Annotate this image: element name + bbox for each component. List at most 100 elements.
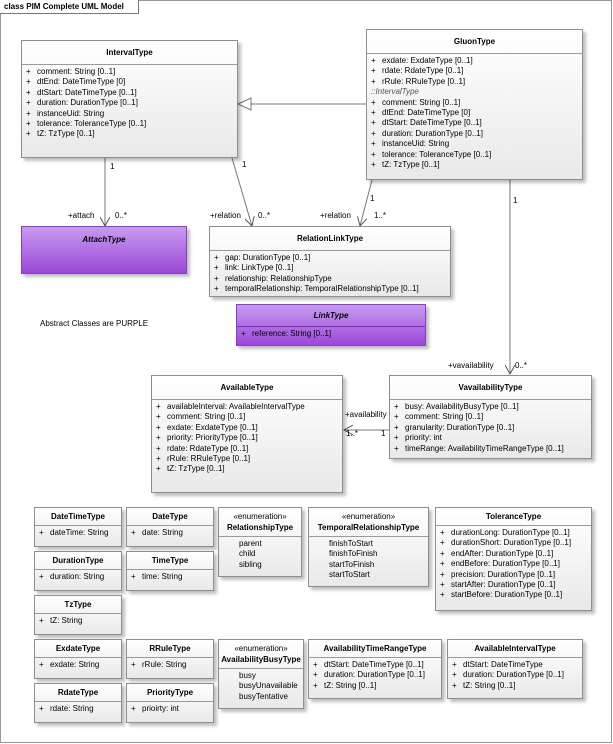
class-gluon-type[interactable]: GluonType +exdate: ExdateType [0..1] +rd… — [366, 29, 583, 180]
attribute: +exdate: String — [39, 660, 100, 669]
generalization-arrowhead — [236, 97, 252, 111]
enum-literal: busy — [239, 671, 256, 680]
class-vavailability-type[interactable]: VavailabilityType +busy: AvailabilityBus… — [389, 375, 592, 459]
multiplicity-label: 1 — [513, 196, 518, 205]
attributes: +availableInterval: AvailableIntervalTyp… — [152, 399, 342, 478]
multiplicity-label: 1 — [110, 162, 115, 171]
attributes: +rdate: String — [35, 701, 121, 717]
role-label: +availability — [345, 410, 387, 419]
class-name: RelationLinkType — [296, 234, 364, 243]
enum-temporal-relationship-type[interactable]: «enumeration»TemporalRelationshipType fi… — [308, 507, 429, 587]
role-label: +relation — [320, 211, 351, 220]
multiplicity-label: 1..* — [346, 429, 359, 438]
class-relation-link-type[interactable]: RelationLinkType +gap: DurationType [0..… — [209, 226, 451, 297]
enum-literal: startToFinish — [329, 559, 375, 569]
inherited-attribute: +instanceUid: String — [371, 139, 450, 149]
class-duration-type[interactable]: DurationType +duration: String — [34, 551, 122, 591]
literals: parent child sibling — [219, 536, 301, 573]
attribute: +rdate: RdateType [0..1] — [371, 66, 464, 76]
class-link-type[interactable]: LinkType +reference: String [0..1] — [236, 304, 426, 346]
enum-literal: busyUnavailable — [239, 681, 298, 691]
attribute: +tZ: String [0..1] — [313, 680, 377, 690]
enum-availability-busy-type[interactable]: «enumeration»AvailabilityBusyType busy b… — [218, 639, 304, 709]
attribute: +date: String — [131, 528, 183, 537]
class-name: LinkType — [313, 311, 349, 320]
attribute: +endAfter: DurationType [0..1] — [440, 548, 554, 558]
attribute: +rdate: String — [39, 704, 94, 713]
class-name: TimeType — [151, 556, 189, 565]
attribute: +comment: String [0..1] — [156, 412, 246, 422]
attributes: +gap: DurationType [0..1] +link: LinkTyp… — [210, 250, 450, 298]
attribute: +timeRange: AvailabilityTimeRangeType [0… — [394, 443, 564, 453]
enum-literal: startToStart — [329, 570, 370, 580]
multiplicity-label: 0..* — [258, 211, 271, 220]
attributes: +busy: AvailabilityBusyType [0..1] +comm… — [390, 399, 591, 457]
attribute: +granularity: DurationType [0..1] — [394, 422, 515, 432]
attribute: +instanceUid: String — [26, 108, 105, 118]
class-name: PriorityType — [146, 688, 194, 697]
stereotype: «enumeration» — [341, 512, 396, 521]
enum-literal: finishToStart — [329, 539, 374, 548]
enum-name: «enumeration»TemporalRelationshipType — [309, 508, 428, 536]
class-name: TzType — [64, 600, 92, 609]
enum-literal: finishToFinish — [329, 549, 378, 559]
class-available-interval-type[interactable]: AvailableIntervalType +dtStart: DateTime… — [447, 639, 583, 699]
attributes: +exdate: ExdateType [0..1] +rdate: Rdate… — [367, 53, 582, 173]
attribute: +link: LinkType [0..1] — [214, 263, 294, 273]
attribute: +dtStart: DateTimeType — [452, 660, 543, 669]
attributes: +date: String — [127, 525, 213, 541]
class-attach-type[interactable]: AttachType — [21, 226, 187, 274]
class-name: RdateType — [57, 688, 99, 697]
inherited-attribute: +tZ: TzType [0..1] — [371, 160, 440, 170]
class-interval-type[interactable]: IntervalType +comment: String [0..1] +dt… — [21, 40, 238, 158]
enum-relationship-type[interactable]: «enumeration»RelationshipType parent chi… — [218, 507, 302, 577]
gluon-relationlink-connector — [360, 179, 373, 226]
attribute: +dtEnd: DateTimeType [0] — [26, 77, 126, 87]
class-priority-type[interactable]: PriorityType +prioirty: int — [126, 683, 214, 723]
attributes: +dtStart: DateTimeType +duration: Durati… — [448, 657, 582, 694]
attribute: +rRule: RRuleType [0..1] — [156, 454, 251, 464]
multiplicity-label: 1 — [381, 429, 386, 438]
attribute: +priority: PriorityType [0..1] — [156, 433, 258, 443]
class-rrule-type[interactable]: RRuleType +rRule: String — [126, 639, 214, 679]
attribute: +duration: DurationType [0..1] — [313, 670, 425, 680]
attribute: +rRule: String — [131, 660, 187, 669]
class-name: RRuleType — [149, 644, 191, 653]
enum-literal: sibling — [239, 559, 262, 569]
attributes: +durationLong: DurationType [0..1] +dura… — [436, 525, 591, 604]
attribute: +comment: String [0..1] — [26, 67, 116, 76]
attribute: +startAfter: DurationType [0..1] — [440, 580, 556, 590]
class-time-type[interactable]: TimeType +time: String — [126, 551, 214, 591]
class-name: DurationType — [52, 556, 104, 565]
inherited-attribute: +duration: DurationType [0..1] — [371, 128, 483, 138]
attribute: +dtStart: DateTimeType [0..1] — [313, 660, 424, 669]
attribute: +dtStart: DateTimeType [0..1] — [26, 87, 137, 97]
attribute: +dateTime: String — [39, 528, 109, 537]
class-tz-type[interactable]: TzType +tZ: String — [34, 595, 122, 635]
class-availability-time-range-type[interactable]: AvailabilityTimeRangeType +dtStart: Date… — [308, 639, 442, 699]
class-date-type[interactable]: DateType +date: String — [126, 507, 214, 547]
enum-literal: child — [239, 549, 256, 559]
attributes: +prioirty: int — [127, 701, 213, 717]
attribute: +busy: AvailabilityBusyType [0..1] — [394, 402, 519, 411]
attribute: +reference: String [0..1] — [241, 329, 332, 338]
class-name: DateTimeType — [51, 512, 105, 521]
attribute: +durationShort: DurationType [0..1] — [440, 538, 572, 548]
class-available-type[interactable]: AvailableType +availableInterval: Availa… — [151, 375, 343, 493]
class-name: ExdateType — [55, 644, 101, 653]
class-exdate-type[interactable]: ExdateType +exdate: String — [34, 639, 122, 679]
attributes: +tZ: String — [35, 613, 121, 629]
role-label: +vavailability — [448, 361, 494, 370]
class-rdate-type[interactable]: RdateType +rdate: String — [34, 683, 122, 723]
attribute: +tZ: String [0..1] — [452, 680, 516, 690]
class-tolerance-type[interactable]: ToleranceType +durationLong: DurationTyp… — [435, 507, 592, 611]
literals: finishToStart finishToFinish startToFini… — [309, 536, 428, 584]
diagram-title: class PIM Complete UML Model — [0, 0, 139, 14]
attribute: +precision: DurationType [0..1] — [440, 569, 556, 579]
class-date-time-type[interactable]: DateTimeType +dateTime: String — [34, 507, 122, 547]
attribute: +duration: DurationType [0..1] — [26, 98, 138, 108]
attribute: +startBefore: DurationType [0..1] — [440, 590, 563, 600]
class-name: AvailableIntervalType — [474, 644, 556, 653]
